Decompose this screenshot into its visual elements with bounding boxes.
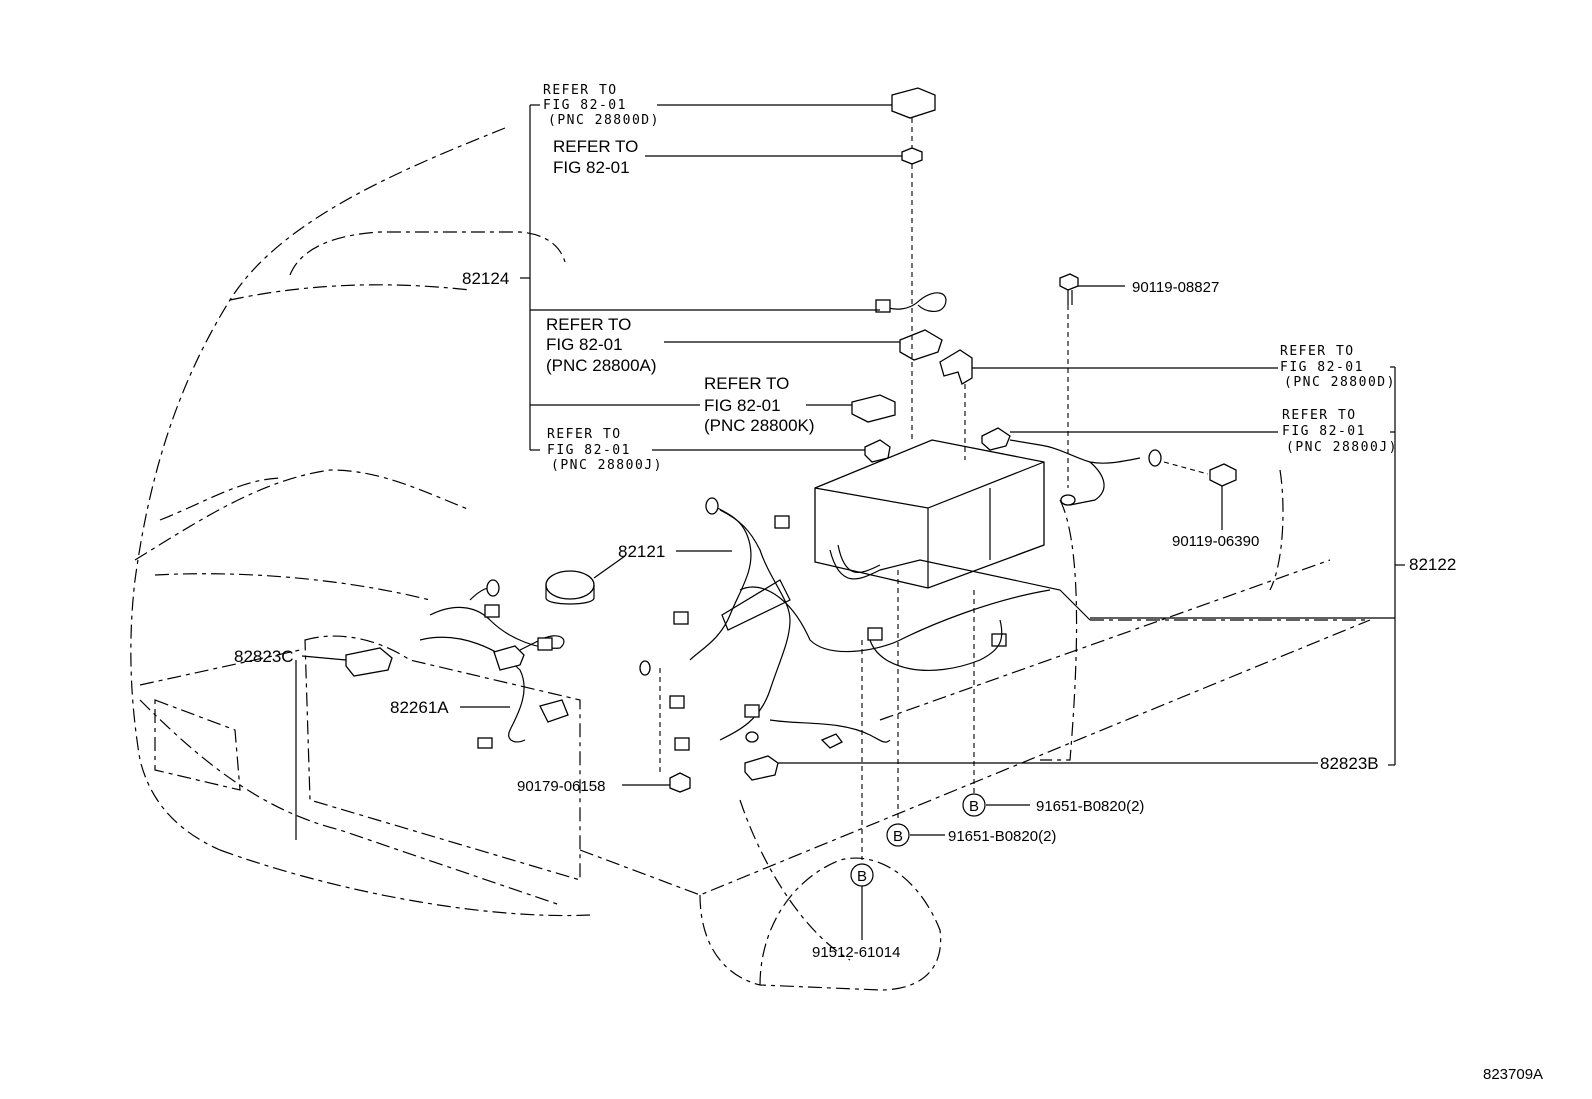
pnc-28800a-label: (PNC 28800A)	[546, 356, 657, 375]
bracket-icon	[939, 349, 973, 385]
fig-label-1: FIG 82-01	[543, 98, 627, 113]
pnc-28800j-label-1: (PNC 28800J)	[551, 458, 663, 473]
ground-cable-icon	[879, 292, 947, 312]
refer-to-label-4: REFER TO	[704, 374, 789, 393]
callout-b-3: B	[850, 863, 874, 887]
part-91651-b0820-2: 91651-B0820(2)	[948, 828, 1056, 845]
part-82823b: 82823B	[1320, 754, 1379, 773]
refer-to-label-2: REFER TO	[553, 137, 638, 156]
part-90119-08827: 90119-08827	[1132, 279, 1219, 296]
clip-icon	[669, 772, 691, 793]
fig-label-3: FIG 82-01	[546, 335, 623, 354]
cover-icon	[851, 394, 896, 423]
svg-text:B: B	[893, 828, 903, 845]
vehicle-outline	[130, 127, 1371, 991]
part-90179-06158: 90179-06158	[517, 778, 605, 795]
fig-label-2: FIG 82-01	[553, 158, 630, 177]
connector-icon	[744, 755, 779, 781]
fig-label-4: FIG 82-01	[704, 396, 781, 415]
part-82124: 82124	[462, 269, 509, 288]
part-91651-b0820-1: 91651-B0820(2)	[1036, 798, 1144, 815]
pnc-28800d-label-1: (PNC 28800D)	[548, 113, 660, 128]
battery-icon	[814, 439, 1045, 589]
pnc-28800d-label-2: (PNC 28800D)	[1284, 375, 1396, 390]
leader-lines	[295, 104, 1405, 940]
refer-to-label-7: REFER TO	[1282, 408, 1357, 423]
svg-text:B: B	[857, 868, 867, 885]
refer-to-label-1: REFER TO	[543, 83, 618, 98]
refer-to-label-6: REFER TO	[1280, 344, 1355, 359]
fig-label-7: FIG 82-01	[1282, 424, 1366, 439]
part-82122: 82122	[1409, 555, 1456, 574]
refer-to-label-5: REFER TO	[547, 427, 622, 442]
terminal-clamp-icon	[899, 329, 943, 361]
bolt-icon-2	[1209, 463, 1237, 487]
part-82121: 82121	[618, 542, 665, 561]
alignment-lines	[659, 118, 1209, 860]
callout-b-1: B	[962, 793, 986, 817]
engine-harness-icon	[689, 504, 752, 661]
part-90119-06390: 90119-06390	[1172, 533, 1259, 550]
parts-art	[345, 87, 1237, 793]
terminal-cover-icon	[891, 87, 936, 119]
part-91512-61014: 91512-61014	[812, 944, 900, 961]
bolt-icon	[1059, 273, 1079, 291]
callout-b-2: B	[886, 823, 910, 847]
part-82823c: 82823C	[234, 647, 294, 666]
refer-to-label-3: REFER TO	[546, 315, 631, 334]
drawing-id: 823709A	[1483, 1066, 1543, 1083]
part-82261a: 82261A	[390, 698, 449, 717]
nut-icon	[901, 147, 923, 165]
fig-label-5: FIG 82-01	[547, 443, 631, 458]
fig-label-6: FIG 82-01	[1280, 360, 1364, 375]
left-harness-icon	[429, 606, 565, 651]
pnc-28800k-label: (PNC 28800K)	[704, 416, 815, 435]
pnc-28800j-label-2: (PNC 28800J)	[1286, 440, 1398, 455]
labels: REFER TO FIG 82-01 (PNC 28800D) REFER TO…	[234, 83, 1543, 1083]
svg-text:B: B	[969, 798, 979, 815]
